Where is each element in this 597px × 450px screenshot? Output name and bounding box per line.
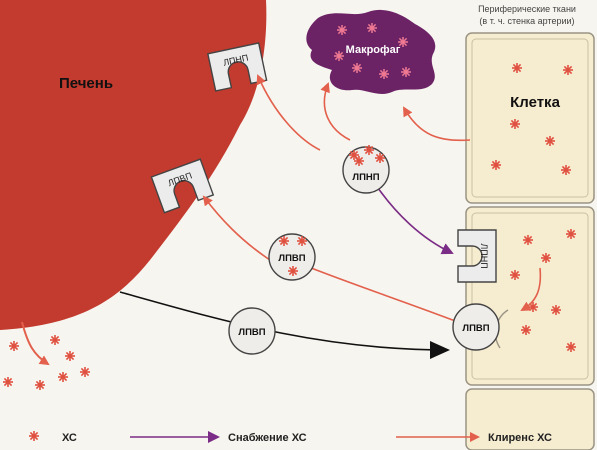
legend-cholesterol-label: ХС (62, 432, 77, 444)
liver-shape (0, 0, 267, 330)
hdl-particle-empty-label: ЛПВП (238, 327, 265, 338)
clearance-arrow-hdl-to-liver (202, 195, 271, 261)
peripheral-cell-top (465, 32, 595, 204)
peripheral-tissue-label-2: (в т. ч. стенка артерии) (479, 16, 574, 26)
legend-clearance-label: Клиренс ХС (488, 432, 552, 444)
hdl-particle-middle-label: ЛПВП (278, 253, 305, 264)
peripheral-tissue-label-1: Периферические ткани (478, 4, 576, 14)
hdl-particle-cell-label: ЛПВП (462, 323, 489, 334)
cell-label: Клетка (510, 94, 560, 111)
supply-arrow-ldl-to-cell (377, 187, 454, 255)
hdl-particle-cell: ЛПВП (452, 303, 500, 351)
liver-label: Печень (59, 75, 113, 92)
hdl-particle-empty: ЛПВП (228, 307, 276, 355)
peripheral-cell-bottom (465, 206, 595, 450)
macrophage-label: Макрофаг (346, 44, 401, 56)
clearance-arrow-ldl-to-liver (256, 74, 321, 151)
ldl-particle: ЛПНП (342, 144, 390, 194)
clearance-arrow-cell-to-hdl (520, 267, 542, 311)
cell-ldl-receptor: ЛПНП (457, 229, 497, 283)
clearance-arrow-cell-hdl-to-liver (295, 261, 459, 323)
cell-ldl-receptor-label: ЛПНП (479, 243, 489, 268)
legend: ХС Снабжение ХС Клиренс ХС (28, 430, 552, 444)
ldl-particle-label: ЛПНП (352, 172, 379, 183)
legend-cholesterol-icon (28, 430, 40, 442)
hdl-particle-middle: ЛПВП (268, 233, 316, 281)
clearance-arrow-cell-to-macrophage (403, 106, 471, 142)
macrophage-shape (306, 9, 436, 94)
clearance-arrow-ldl-to-macrophage (320, 82, 351, 141)
liver-excretion-arrow (21, 321, 50, 366)
legend-supply-label: Снабжение ХС (228, 432, 307, 444)
